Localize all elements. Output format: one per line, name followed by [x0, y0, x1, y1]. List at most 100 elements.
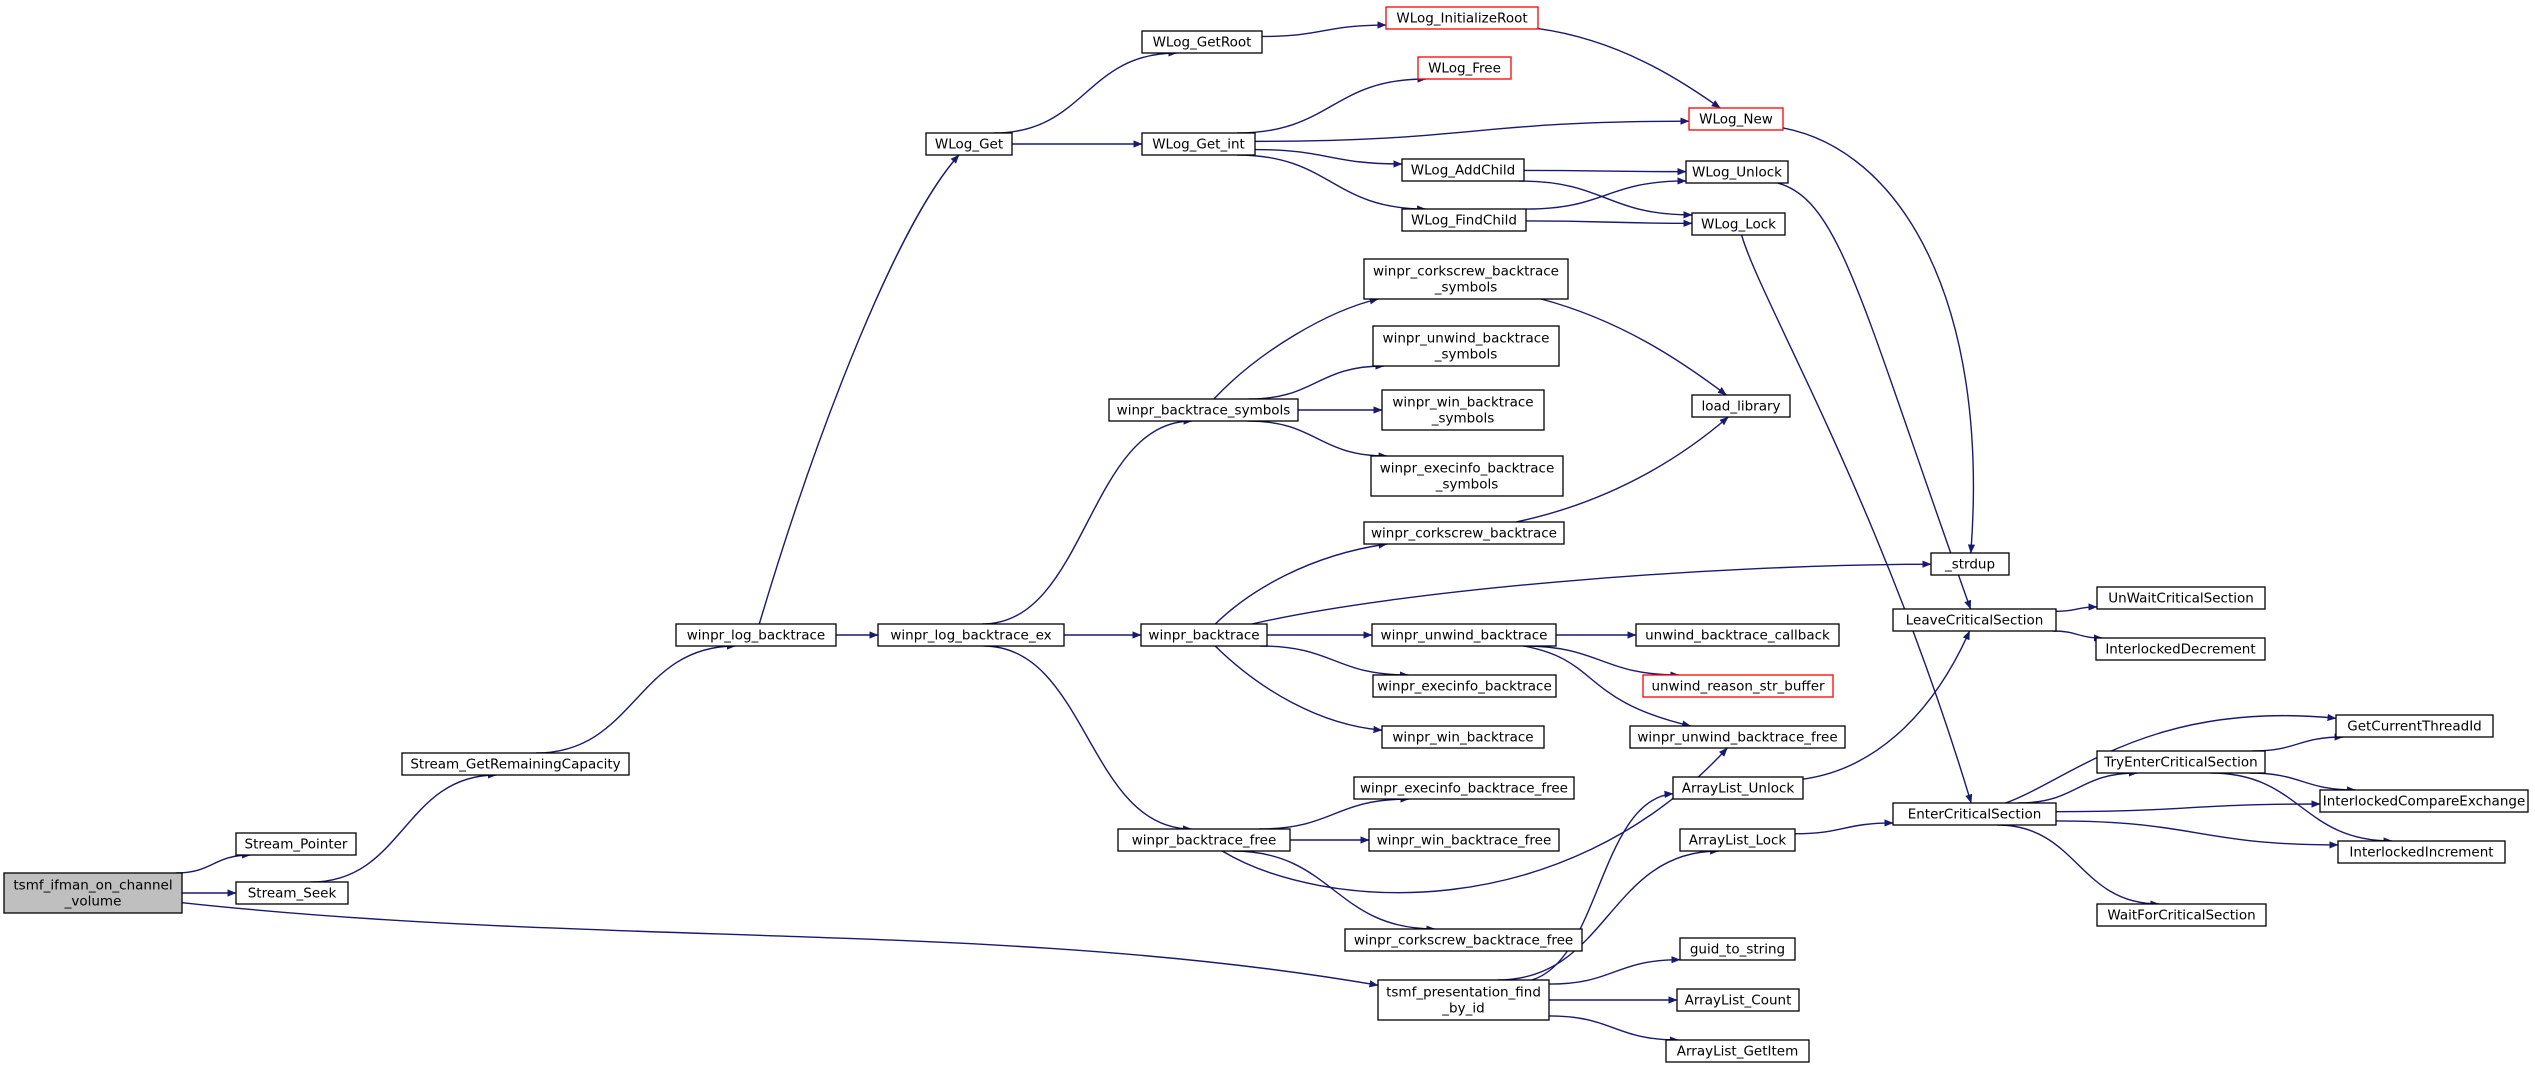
node-wlog-lock[interactable]: WLog_Lock [1691, 212, 1786, 236]
edge-wlog_findchild-to-wlog_lock [1525, 219, 1693, 227]
edge-arraylist_unlock-to-leavecs [1802, 630, 1971, 780]
node-box [2335, 714, 2494, 738]
node-box [2096, 750, 2266, 774]
node-label: _symbols [1434, 347, 1498, 363]
node-winpr-backtrace-free[interactable]: winpr_backtrace_free [1117, 828, 1291, 852]
node-wlog-get-int[interactable]: WLog_Get_int [1141, 132, 1256, 156]
edge-wlog_initializeroot-to-wlog_new [1537, 27, 1721, 109]
node-label: ArrayList_Lock [1689, 833, 1787, 849]
node-unwind-reason-str[interactable]: unwind_reason_str_buffer [1642, 674, 1834, 698]
node-wlog-unlock[interactable]: WLog_Unlock [1685, 160, 1789, 184]
node-leavecs[interactable]: LeaveCriticalSection [1892, 608, 2057, 632]
node-win-bt-symbols[interactable]: winpr_win_backtrace_symbols [1381, 389, 1545, 431]
node-corkscrew-bt[interactable]: winpr_corkscrew_backtrace [1363, 521, 1565, 545]
node-interlockedcmpxchg[interactable]: InterlockedCompareExchange [2319, 789, 2529, 813]
node-stream-seek[interactable]: Stream_Seek [235, 881, 349, 905]
node-label: winpr_corkscrew_backtrace [1371, 526, 1557, 542]
edge-wlog_addchild-to-wlog_lock [1519, 180, 1693, 219]
node-label: Stream_Pointer [245, 837, 348, 853]
node-wlog-getroot[interactable]: WLog_GetRoot [1141, 30, 1263, 54]
node-box [1691, 394, 1791, 418]
node-strdup[interactable]: _strdup [1930, 552, 2010, 576]
node-label: winpr_log_backtrace [687, 628, 825, 644]
node-wlog-initializeroot[interactable]: WLog_InitializeRoot [1385, 6, 1539, 30]
node-root[interactable]: tsmf_ifman_on_channel_volume [3, 872, 183, 914]
node-execinfo-bt[interactable]: winpr_execinfo_backtrace [1372, 674, 1557, 698]
edge-wlog_new-to-strdup [1782, 127, 1976, 554]
node-tsmf-find-by-id[interactable]: tsmf_presentation_find_by_id [1377, 979, 1550, 1021]
node-arraylist-unlock[interactable]: ArrayList_Unlock [1672, 776, 1804, 800]
node-stream-getremaining[interactable]: Stream_GetRemainingCapacity [401, 752, 630, 776]
node-load-library[interactable]: load_library [1691, 394, 1791, 418]
node-winpr-backtrace-symbols[interactable]: winpr_backtrace_symbols [1108, 398, 1299, 422]
edge-root-to-tsmf_find_by_id [181, 901, 1379, 988]
node-corkscrew-bt-symbols[interactable]: winpr_corkscrew_backtrace_symbols [1363, 258, 1569, 300]
node-win-bt-free[interactable]: winpr_win_backtrace_free [1368, 828, 1560, 852]
node-label: _strdup [1944, 557, 1995, 573]
node-tryentercs[interactable]: TryEnterCriticalSection [2096, 750, 2266, 774]
node-arraylist-count[interactable]: ArrayList_Count [1676, 988, 1800, 1012]
node-wlog-findchild[interactable]: WLog_FindChild [1401, 208, 1527, 232]
edge-winpr_backtrace-to-win_bt [1214, 645, 1383, 734]
node-box [2096, 586, 2266, 610]
node-getcurrentthreadid[interactable]: GetCurrentThreadId [2335, 714, 2494, 738]
node-box [1672, 776, 1804, 800]
node-box [1370, 455, 1564, 497]
node-box [1401, 158, 1525, 182]
node-unwind-bt-symbols[interactable]: winpr_unwind_backtrace_symbols [1372, 325, 1560, 367]
edge-corkscrew_bt-to-load_library [1515, 416, 1729, 523]
node-wlog-new[interactable]: WLog_New [1688, 107, 1784, 131]
node-unwind-bt-free[interactable]: winpr_unwind_backtrace_free [1629, 725, 1846, 749]
edge-entercs-to-interlockedcmpxchg [2055, 800, 2321, 813]
node-box [235, 881, 349, 905]
node-box [1676, 988, 1800, 1012]
node-unwind-bt[interactable]: winpr_unwind_backtrace [1371, 623, 1557, 647]
edge-leavecs-to-unwaitcs [2055, 603, 2098, 613]
edge-tsmf_find_by_id-to-arraylist_getitem [1548, 1015, 1679, 1044]
node-unwaitcs[interactable]: UnWaitCriticalSection [2096, 586, 2266, 610]
node-wlog-get[interactable]: WLog_Get [925, 132, 1013, 156]
node-winpr-backtrace[interactable]: winpr_backtrace [1140, 623, 1268, 647]
edge-entercs-to-waitforcs [1997, 824, 2160, 908]
node-execinfo-bt-symbols[interactable]: winpr_execinfo_backtrace_symbols [1370, 455, 1564, 497]
node-label: WLog_New [1699, 112, 1773, 128]
node-entercs[interactable]: EnterCriticalSection [1892, 802, 2057, 826]
edge-stream_seek-to-stream_getremaining [311, 771, 497, 883]
node-label: winpr_log_backtrace_ex [890, 628, 1051, 644]
node-label: winpr_corkscrew_backtrace [1373, 264, 1559, 280]
node-wlog-addchild[interactable]: WLog_AddChild [1401, 158, 1525, 182]
node-wlog-free[interactable]: WLog_Free [1417, 56, 1512, 80]
node-winpr-log-backtrace[interactable]: winpr_log_backtrace [675, 623, 837, 647]
node-arraylist-getitem[interactable]: ArrayList_GetItem [1665, 1039, 1810, 1063]
node-box [1363, 521, 1565, 545]
node-label: unwind_reason_str_buffer [1651, 679, 1825, 695]
node-corkscrew-bt-free[interactable]: winpr_corkscrew_backtrace_free [1344, 928, 1583, 952]
node-label: WLog_FindChild [1411, 213, 1517, 229]
node-label: tsmf_ifman_on_channel [13, 878, 172, 894]
node-interlockedinc[interactable]: InterlockedIncrement [2337, 840, 2506, 864]
node-arraylist-lock[interactable]: ArrayList_Lock [1679, 828, 1796, 852]
node-box [1371, 623, 1557, 647]
edge-wlog_get_int-to-wlog_free [1236, 75, 1427, 134]
node-win-bt[interactable]: winpr_win_backtrace [1381, 725, 1545, 749]
node-label: _volume [64, 894, 122, 910]
node-execinfo-bt-free[interactable]: winpr_execinfo_backtrace_free [1353, 776, 1575, 800]
node-label: winpr_unwind_backtrace_free [1637, 730, 1837, 746]
node-box [1344, 928, 1583, 952]
node-waitforcs[interactable]: WaitForCriticalSection [2096, 903, 2267, 927]
node-guid-to-string[interactable]: guid_to_string [1679, 937, 1796, 961]
node-box [1353, 776, 1575, 800]
node-winpr-log-backtrace-ex[interactable]: winpr_log_backtrace_ex [877, 623, 1065, 647]
node-interlockeddec[interactable]: InterlockedDecrement [2095, 637, 2266, 661]
node-label: InterlockedIncrement [2349, 845, 2493, 861]
node-stream-pointer[interactable]: Stream_Pointer [235, 832, 357, 856]
edge-winpr_backtrace-to-execinfo_bt [1260, 645, 1409, 679]
node-unwind-bt-callback[interactable]: unwind_backtrace_callback [1635, 623, 1840, 647]
edge-unwind_bt-to-unwind_bt_free [1523, 645, 1692, 728]
node-box [1892, 802, 2057, 826]
node-box [1892, 608, 2057, 632]
node-box [235, 832, 357, 856]
edge-tryentercs-to-getcurrentthreadid [2252, 733, 2344, 752]
node-label: ArrayList_GetItem [1677, 1044, 1799, 1060]
node-box [1629, 725, 1846, 749]
